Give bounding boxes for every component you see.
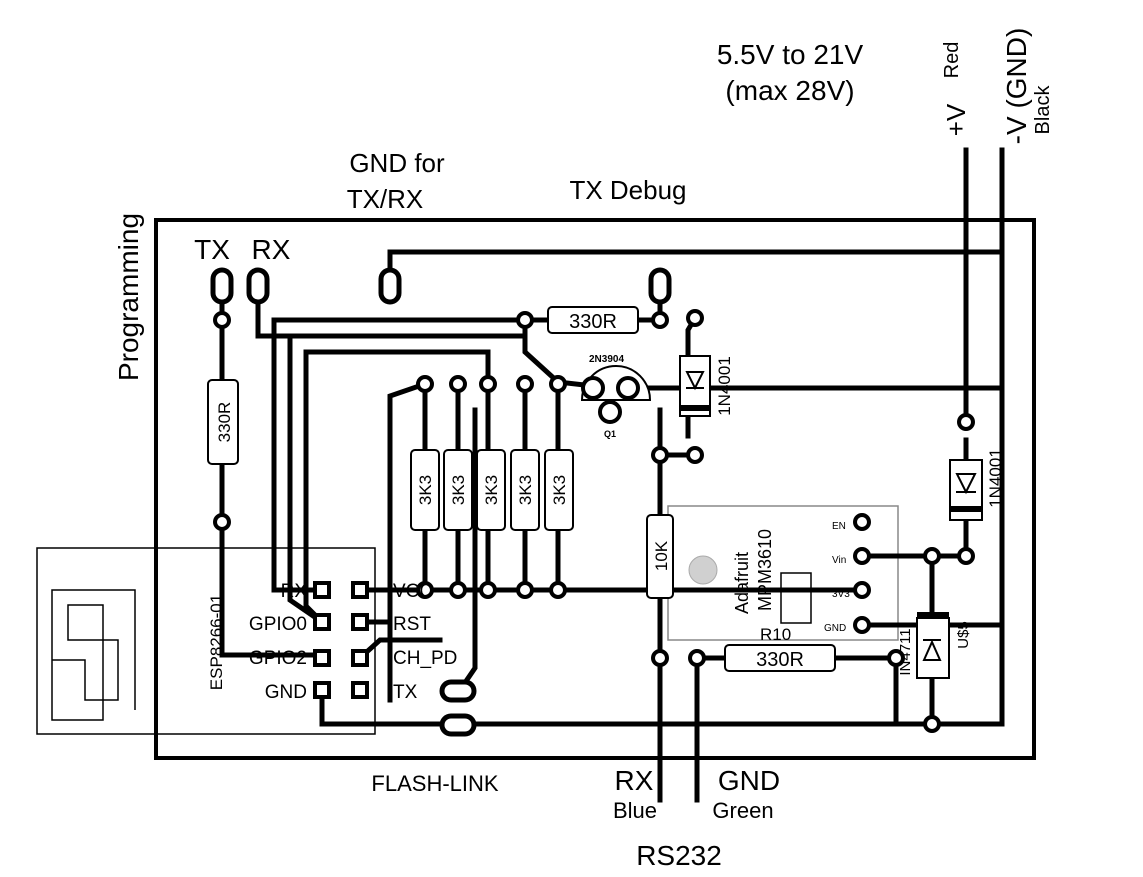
pullup-5: 3K3 [544,449,574,531]
resistor-10k-label: 10K [652,540,671,571]
gnd-top-bus [387,249,1005,293]
esp-module-outline [36,547,376,735]
gnd-for-label-2: TX/RX [347,184,424,214]
gpio0-wire-b [303,349,491,387]
programming-label: Programming [113,213,144,381]
bottom-resistor: 330R R10 [724,625,836,672]
supply-pos-color: Red [941,42,963,79]
diode-a: 1N4001 [679,355,734,417]
esp-pin-rx: RX [281,581,308,602]
rx-label: RX [615,765,654,796]
pullup-2-label: 3K3 [449,475,468,505]
esp-pin-rst: RST [393,614,431,635]
esp-pin-vcc: VCC [393,581,433,602]
esp-name: ESP8266-01 [207,594,226,690]
gnd-for-label-1: GND for [349,148,445,178]
esp-pins [313,581,369,699]
base-wire [522,317,596,389]
pullup-4-label: 3K3 [516,475,535,505]
prog-tx-label: TX [194,234,230,265]
gnd-color: Green [712,798,773,823]
esp-pin-gnd: GND [265,682,307,703]
supply-neg-label: -V (GND) [1001,28,1032,145]
gnd-bottom-bus [319,687,1005,727]
prog-rx-label: RX [252,234,291,265]
rx-color: Blue [613,798,657,823]
supply-neg-color: Black [1032,85,1054,135]
top-resistor-label: 330R [569,311,617,333]
module-hole [688,555,718,585]
module-pin-3v3: 3V3 [832,589,850,600]
pullup-1: 3K3 [410,449,440,531]
resistor-10k: 10K [646,514,674,599]
esp-pin-gpio0: GPIO0 [249,614,307,635]
esp-pin-chpd: CH_PD [393,648,457,669]
bottom-resistor-ref: R10 [760,625,791,644]
supply-max: (max 28V) [725,75,854,106]
diode-a-label: 1N4001 [715,356,734,416]
esp-pin-gpio2: GPIO2 [249,648,307,669]
zener-ref: U$5 [955,621,972,649]
flash-link-label: FLASH-LINK [371,771,498,796]
prog-resistor-label: 330R [215,402,234,443]
zener: IN4711 U$5 [897,612,972,679]
pullup-1-label: 3K3 [416,475,435,505]
connector-pads [210,267,672,737]
antenna-trace [51,589,136,721]
tx-debug-label: TX Debug [569,175,686,205]
module-part: MPM3610 [755,529,775,611]
top-resistor: 330R [547,306,639,334]
pullup-3: 3K3 [476,449,506,531]
rst-wire [357,597,393,625]
board-outline [154,218,1036,760]
esp-pin-tx: TX [393,682,418,703]
module-pin-gnd: GND [824,623,846,634]
transistor-ref: Q1 [604,429,616,439]
diode-b: 1N4001 [949,448,1005,521]
gnd-label: GND [718,765,780,796]
supply-range: 5.5V to 21V [717,39,864,70]
bottom-resistor-label: 330R [756,649,804,671]
pullup-5-label: 3K3 [550,475,569,505]
module-pin-vin: Vin [832,555,846,566]
supply-pos-label: +V [941,103,971,136]
transistor-label: 2N3904 [589,354,624,365]
pullup-4: 3K3 [510,449,540,531]
module-pin-en: EN [832,521,846,532]
pullup-2: 3K3 [443,449,473,531]
rs232-label: RS232 [636,840,722,871]
module-inductor [780,572,812,624]
rx-wire [271,317,325,593]
pullup-3-label: 3K3 [482,475,501,505]
prog-resistor: 330R [207,379,239,465]
transistor-q1: 2N3904 Q1 [580,354,652,439]
pads [213,309,975,733]
diode-b-label: 1N4001 [986,448,1005,508]
module-name: Adafruit [732,552,752,614]
